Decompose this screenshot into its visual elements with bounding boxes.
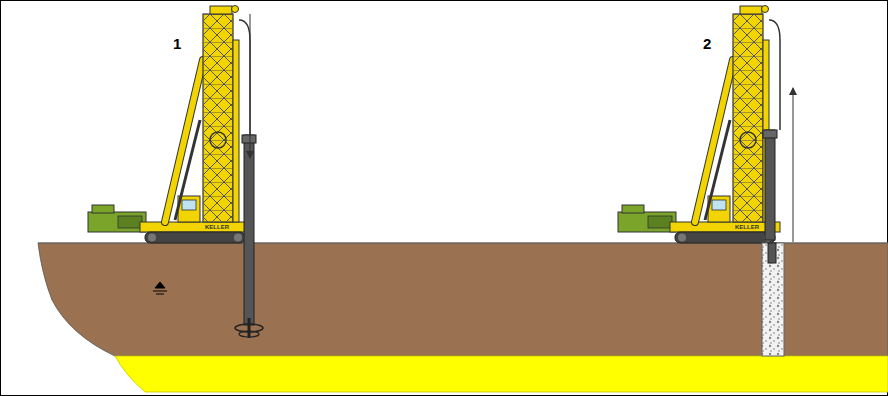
callout-number: 1 [173, 36, 181, 51]
callout-number: 2 [703, 36, 711, 51]
brand-label: KELLER [205, 224, 229, 230]
brand-label: KELLER [735, 224, 759, 230]
